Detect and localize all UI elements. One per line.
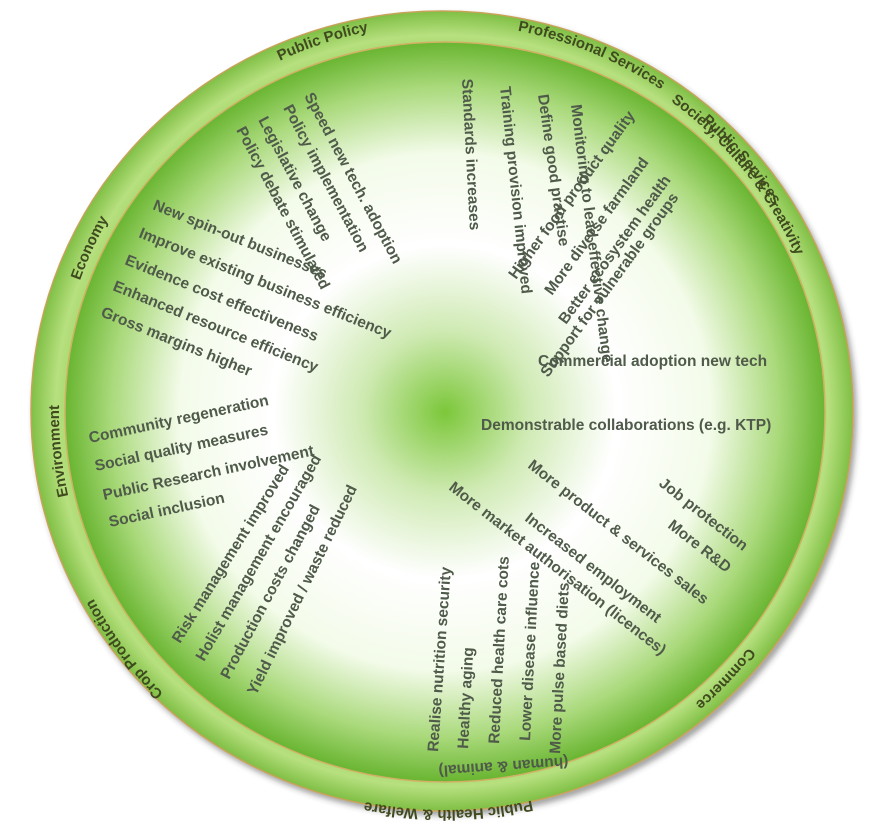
inner-disc bbox=[64, 41, 826, 783]
society-items: Commercial adoption new tech Demonstrabl… bbox=[481, 353, 771, 434]
item-society-1: Demonstrable collaborations (e.g. KTP) bbox=[481, 417, 771, 434]
item-health-1: Healthy aging bbox=[455, 647, 477, 749]
item-society-0: Commercial adoption new tech bbox=[538, 353, 767, 370]
policy-items: Speed new tech. adoption Policy implemen… bbox=[232, 90, 405, 292]
